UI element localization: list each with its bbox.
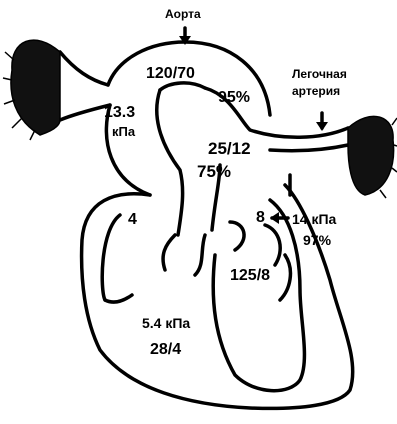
aortic-arch-inner	[160, 83, 205, 90]
aorta-saturation: 95%	[218, 90, 250, 106]
valve-center-2	[230, 222, 244, 250]
valve-right-2	[280, 255, 290, 300]
right-kpa: 14 кПа	[292, 212, 336, 226]
right-saturation: 97%	[303, 233, 331, 247]
left-kpa-unit: кПа	[112, 125, 135, 138]
pulmonary-artery-label-2: артерия	[292, 85, 340, 97]
pulmonary-pressure: 25/12	[208, 140, 251, 157]
left-lung	[3, 40, 60, 140]
right-atrium-pressure: 4	[128, 212, 137, 228]
valve-right	[265, 225, 280, 265]
left-chamber-wall	[102, 215, 120, 300]
pulmonary-saturation: 75%	[197, 163, 231, 180]
left-branch-bottom	[60, 105, 110, 120]
valve-center-1	[195, 235, 205, 275]
pulmonary-trunk-left	[157, 90, 183, 235]
pulmonary-arrowhead	[316, 122, 328, 131]
right-ventricle-pressure: 28/4	[150, 342, 181, 358]
left-kpa-value: 13.3	[104, 105, 135, 121]
ventricle-kpa: 5.4 кПа	[142, 316, 190, 330]
pulmonary-lower	[270, 145, 348, 151]
kpa-arrowhead	[270, 212, 279, 224]
valve-left	[163, 235, 175, 270]
aorta-pressure: 120/70	[146, 66, 195, 82]
left-branch-top	[60, 52, 108, 85]
left-ventricle-pressure: 125/8	[230, 268, 270, 284]
left-atrium-pressure: 8	[256, 210, 265, 226]
right-lung	[348, 116, 397, 198]
left-chamber-curl	[105, 295, 132, 302]
septum	[213, 200, 304, 391]
aorta-label: Аорта	[165, 8, 201, 20]
pulmonary-artery-label-1: Легочная	[292, 68, 347, 80]
